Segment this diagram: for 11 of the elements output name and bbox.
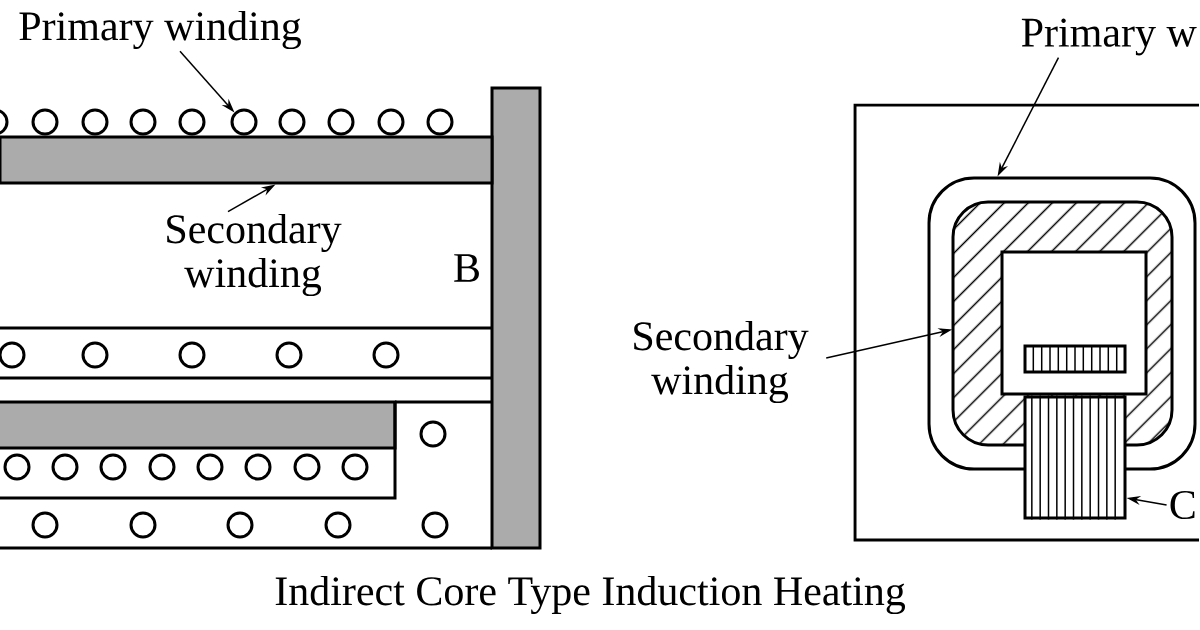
terminal-strip (1023, 394, 1127, 521)
part-label: B (454, 254, 479, 282)
core-bar (0, 135, 494, 185)
text-label: Primary w (1021, 18, 1197, 56)
coil-turn (230, 108, 258, 136)
text-label: Secondary winding (634, 320, 809, 404)
text-label: Secondary winding (167, 213, 342, 297)
text-label: Primary winding (19, 10, 301, 50)
winding-loop (927, 176, 1197, 471)
text-label: C (1170, 490, 1195, 520)
caption: Indirect Core Type Induction Heating (275, 575, 906, 615)
